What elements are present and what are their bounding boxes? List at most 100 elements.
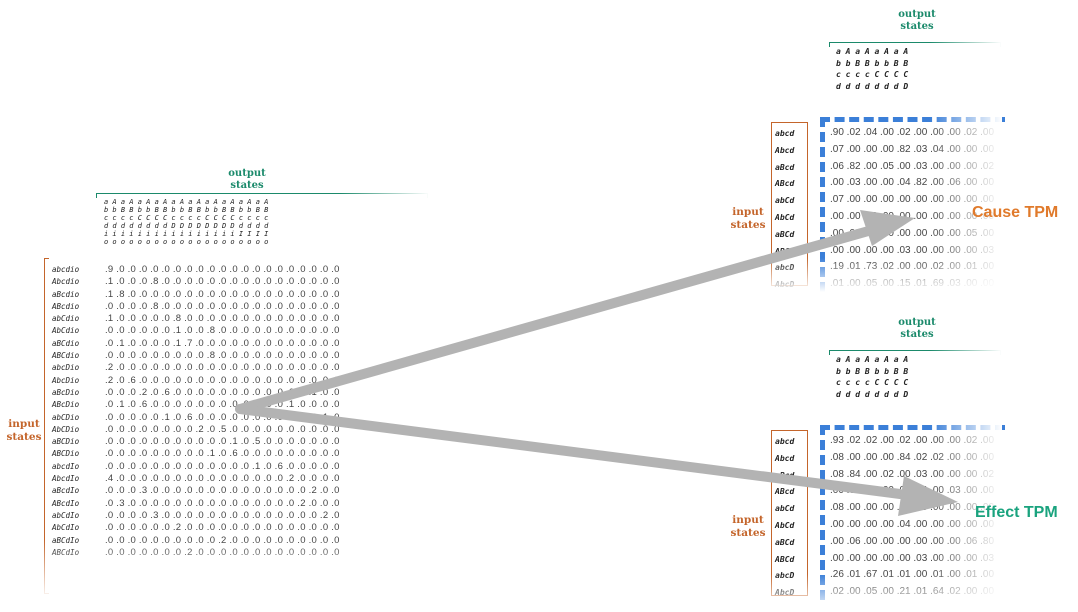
col-state-row: c c c c C C C C xyxy=(836,70,909,79)
left-output-label: output states xyxy=(220,168,274,192)
value-row: .0 .0 .0 .0 .0 .0 .0 .0 .0 .0 .0 .0 .0 .… xyxy=(105,460,340,472)
row-state: aBcdIo xyxy=(52,486,80,496)
row-state: abCDio xyxy=(52,412,80,422)
row-state: ABCDio xyxy=(52,449,80,459)
cause-input-label: input states xyxy=(726,206,770,232)
effect-input-label-line2: states xyxy=(730,527,766,539)
col-state-row: c c c c C C C C xyxy=(836,378,909,387)
row-state: abCdio xyxy=(52,314,80,324)
row-state: AbCd xyxy=(775,212,795,222)
row-state: aBcDio xyxy=(52,387,80,397)
cause-output-label: output states xyxy=(890,9,944,33)
row-state: ABcDio xyxy=(52,400,80,410)
cause-input-label-line1: input xyxy=(732,206,764,218)
col-state-row: a A a A a A a A xyxy=(836,355,909,364)
row-state: AbcDio xyxy=(52,375,80,385)
row-state: abCd xyxy=(775,504,795,514)
value-row: .9 .0 .0 .0 .0 .0 .0 .0 .0 .0 .0 .0 .0 .… xyxy=(105,264,340,275)
row-state: ABCd xyxy=(775,554,795,564)
row-state: aBCDio xyxy=(52,437,80,447)
cause-fade-right xyxy=(930,40,1002,290)
cause-fade-bottom xyxy=(770,258,1005,292)
row-state: ABcd xyxy=(775,487,795,497)
arrow-to-effect-shaft xyxy=(235,404,905,499)
row-state: abCd xyxy=(775,196,795,206)
value-row: .0 .0 .0 .0 .0 .0 .0 .0 .0 .0 .0 .1 .0 .… xyxy=(105,436,340,448)
value-row: .0 .0 .0 .3 .0 .0 .0 .0 .0 .0 .0 .0 .0 .… xyxy=(105,485,340,497)
effect-tpm-title: Effect TPM xyxy=(975,504,1058,521)
col-state-row: a A a A a A a A a A a A a A a A a A a A xyxy=(104,198,269,206)
effect-output-label-line1: output xyxy=(898,317,936,328)
effect-input-label-line1: input xyxy=(732,514,764,526)
cause-dashed-box xyxy=(820,117,1005,292)
row-state: AbCDio xyxy=(52,424,80,434)
row-state: AbCd xyxy=(775,520,795,530)
arrow-to-cause-head xyxy=(860,210,915,246)
col-state-row: b b B B b b B B xyxy=(836,366,909,376)
row-state: ABcd xyxy=(775,179,795,189)
arrow-to-effect-head xyxy=(898,476,958,516)
value-row: .0 .0 .0 .0 .0 .0 .0 .0 .0 .8 .0 .0 .0 .… xyxy=(105,350,340,362)
row-state: AbcdIo xyxy=(52,474,80,484)
row-state: abcdio xyxy=(52,265,80,274)
left-fade-bottom xyxy=(40,540,440,600)
row-state: ABcdio xyxy=(52,301,80,311)
effect-dashed-box xyxy=(820,425,1005,600)
value-row: .0 .3 .0 .0 .0 .0 .0 .0 .0 .0 .0 .0 .0 .… xyxy=(105,497,340,509)
effect-output-label-line2: states xyxy=(900,329,934,340)
value-row: .4 .0 .0 .0 .0 .0 .0 .0 .0 .0 .0 .0 .0 .… xyxy=(105,473,340,485)
value-row: .0 .1 .0 .0 .0 .0 .1 .7 .0 .0 .0 .0 .0 .… xyxy=(105,337,340,349)
effect-output-label: output states xyxy=(890,317,944,341)
cause-output-label-line2: states xyxy=(900,21,934,32)
value-row: .1 .0 .0 .0 .8 .0 .0 .0 .0 .0 .0 .0 .0 .… xyxy=(105,276,340,288)
row-state: abcdIo xyxy=(52,461,80,471)
left-output-label-line1: output xyxy=(228,168,266,179)
value-row: .0 .1 .0 .6 .0 .0 .0 .0 .0 .0 .0 .0 .0 .… xyxy=(105,399,340,411)
row-state: abCdIo xyxy=(52,510,80,520)
row-state: Abcd xyxy=(775,453,795,463)
row-state: AbCdIo xyxy=(52,523,80,533)
value-row: .0 .0 .0 .0 .0 .0 .2 .0 .0 .0 .0 .0 .0 .… xyxy=(105,522,340,534)
row-state: ABcdIo xyxy=(52,498,80,508)
left-input-label-line1: input xyxy=(8,418,40,430)
row-state: aBcdio xyxy=(52,289,80,299)
value-row: .0 .0 .0 .0 .3 .0 .0 .0 .0 .0 .0 .0 .0 .… xyxy=(105,509,340,521)
left-fade-right xyxy=(340,190,430,600)
arrow-to-cause-shaft xyxy=(235,225,877,414)
effect-col-states: a A a A a A a A b b B B b b B B c c c c C … xyxy=(836,354,908,400)
row-state: abcDio xyxy=(52,363,80,373)
row-state: Abcdio xyxy=(52,277,80,287)
value-row: .1 .0 .0 .0 .0 .0 .8 .0 .0 .0 .0 .0 .0 .… xyxy=(105,313,340,325)
cause-col-states: a A a A a A a A b b B B b b B B c c c c C … xyxy=(836,46,908,92)
cause-output-label-line1: output xyxy=(898,9,936,20)
row-state: Abcd xyxy=(775,145,795,155)
left-input-label: input states xyxy=(2,418,46,444)
col-state-row: b b B B b b B B xyxy=(836,58,909,68)
row-state: abcd xyxy=(775,437,795,446)
col-state-row: d d d d d d d D xyxy=(836,389,909,399)
value-row: .0 .0 .0 .0 .0 .0 .0 .0 .0 .1 .0 .6 .0 .… xyxy=(105,448,340,460)
col-state-row: c c c c C C C C c c c c C C C C c c c c xyxy=(104,214,269,222)
col-state-row: d d d d d d d d D D D D D D D D d d d d xyxy=(104,222,269,230)
cause-tpm-title: Cause TPM xyxy=(972,204,1059,221)
col-state-row: a A a A a A a A xyxy=(836,47,909,56)
value-row: .0 .0 .0 .0 .0 .0 .1 .0 .0 .8 .0 .0 .0 .… xyxy=(105,325,340,337)
row-state: aBcd xyxy=(775,162,795,172)
row-state: aBCdio xyxy=(52,338,80,348)
value-row: .2 .0 .0 .0 .0 .0 .0 .0 .0 .0 .0 .0 .0 .… xyxy=(105,362,340,374)
row-state: AbCdio xyxy=(52,326,80,336)
effect-fade-right xyxy=(930,350,1002,600)
value-row: .0 .0 .0 .0 .0 .0 .0 .0 .2 .0 .5 .0 .0 .… xyxy=(105,423,340,435)
row-state: abcd xyxy=(775,129,795,138)
col-state-row: d d d d d d d D xyxy=(836,81,909,91)
row-state: aBCd xyxy=(775,229,795,239)
row-state: ABCdio xyxy=(52,351,80,361)
col-state-row: b b B B b b B B b b B B b b B B b b B B xyxy=(104,206,269,214)
left-input-label-line2: states xyxy=(6,431,42,443)
row-state: aBCd xyxy=(775,537,795,547)
value-row: .1 .8 .0 .0 .0 .0 .0 .0 .0 .0 .0 .0 .0 .… xyxy=(105,288,340,300)
col-state-row: i i i i i i i i i i i i i i i i I I I I xyxy=(104,230,269,238)
effect-fade-bottom xyxy=(770,574,1005,612)
